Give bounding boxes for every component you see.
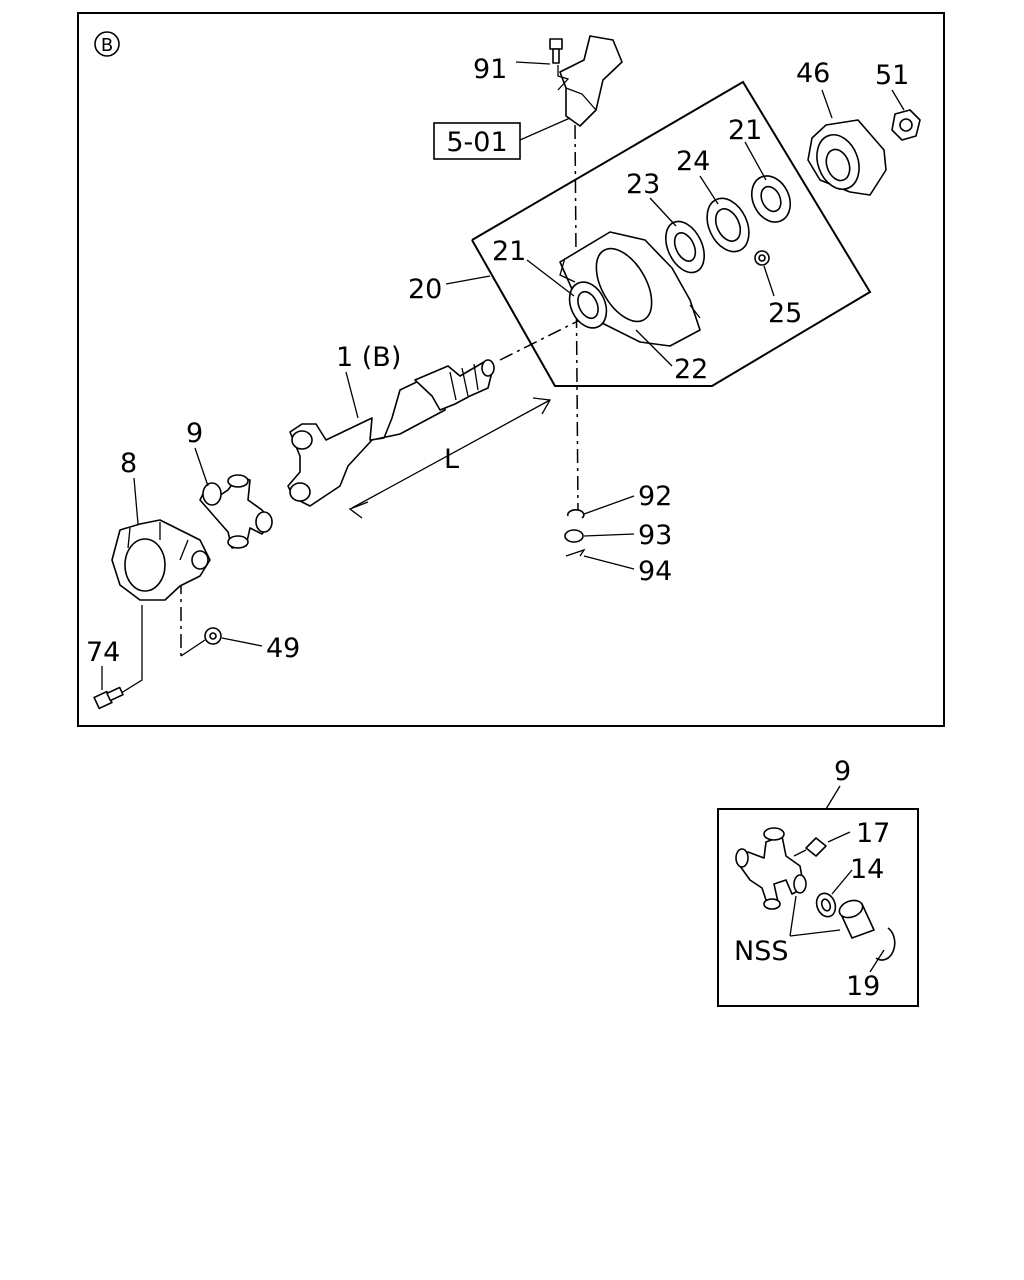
propeller-shaft: [287, 359, 495, 507]
center-bearing-housing: [559, 231, 701, 347]
nut-93: [564, 529, 584, 543]
detail-seal-14: [815, 892, 837, 918]
detail-callout-19: 19: [846, 971, 880, 1002]
detail-leader-9: [825, 785, 841, 810]
dimension-line-L: [348, 397, 552, 519]
callout-46: 46: [796, 58, 830, 89]
centerline-flange-nut: [180, 639, 206, 657]
callout-91: 91: [473, 54, 507, 85]
universal-joint-9: [199, 474, 273, 549]
centerline-shaft: [499, 319, 581, 361]
bolt-74: [93, 686, 124, 710]
callout-51: 51: [875, 60, 909, 91]
nut-51: [891, 109, 921, 141]
callout-94: 94: [638, 556, 672, 587]
detail-frame: [717, 808, 919, 1007]
washer-92: [567, 509, 585, 519]
callout-23: 23: [626, 169, 660, 200]
detail-callout-14: 14: [850, 854, 884, 885]
callout-49: 49: [266, 633, 300, 664]
companion-flange-46: [807, 119, 887, 196]
callout-21-outer: 21: [728, 115, 762, 146]
detail-grease-fitting-17: [793, 837, 827, 857]
callout-21-inner: 21: [492, 236, 526, 267]
centerline-bolt: [117, 605, 143, 696]
detail-callout-9: 9: [834, 756, 851, 787]
ref-box: 5-01: [446, 127, 507, 158]
mounting-bracket: [559, 35, 623, 127]
callout-9: 9: [186, 418, 203, 449]
ref-box-frame: [433, 122, 521, 160]
callout-92: 92: [638, 481, 672, 512]
cotter-pin-94: [565, 548, 586, 557]
callout-25: 25: [768, 298, 802, 329]
callout-74: 74: [86, 637, 120, 668]
detail-leader-lines: [789, 831, 885, 973]
callout-22: 22: [674, 354, 708, 385]
dimension-label: L: [444, 444, 459, 475]
callout-20: 20: [408, 274, 442, 305]
view-marker: B: [101, 35, 113, 56]
seal-21-inner: [568, 281, 608, 329]
detail-snap-ring-19: [875, 927, 896, 961]
grease-nipple-25: [754, 250, 770, 266]
bearing-23: [665, 220, 705, 274]
detail-callout-17: 17: [856, 818, 890, 849]
nut-49: [204, 627, 222, 645]
detail-spider: [735, 827, 807, 910]
callout-93: 93: [638, 520, 672, 551]
flange-yoke-8: [111, 519, 211, 601]
callout-24: 24: [676, 146, 710, 177]
ring-24: [706, 197, 750, 253]
detail-bearing-cup: [838, 899, 875, 939]
leader-lines: [101, 61, 905, 690]
main-frame: [77, 12, 945, 727]
callout-1b: 1 (B): [336, 342, 401, 373]
detail-nss-label: NSS: [734, 936, 788, 967]
callout-8: 8: [120, 448, 137, 479]
assembly-20-outline: [471, 80, 872, 387]
view-marker-circle: [94, 31, 120, 57]
seal-21-outer: [750, 175, 792, 223]
bolt-91: [549, 38, 570, 91]
